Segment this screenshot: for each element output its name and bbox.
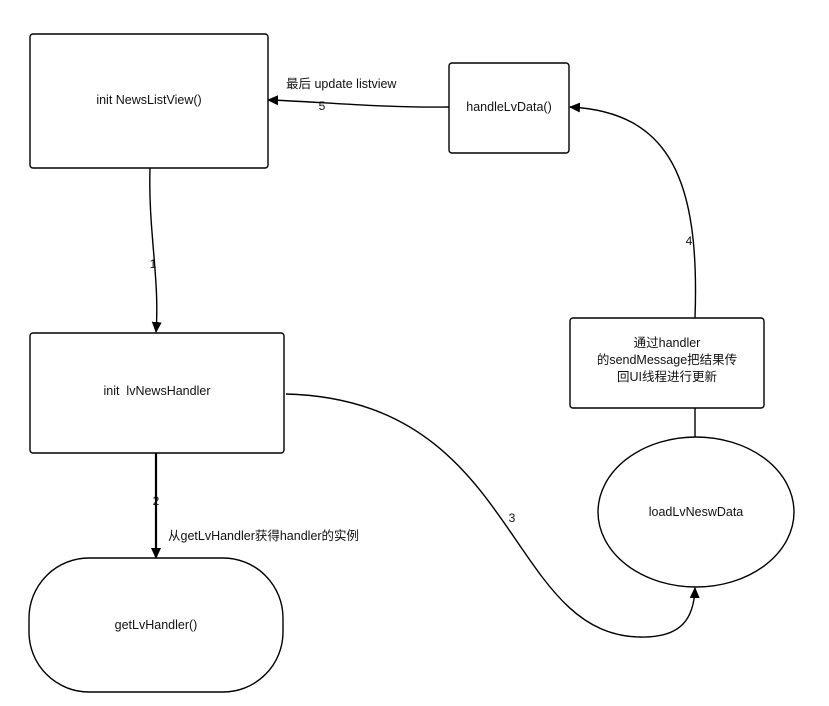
edge-1-connector bbox=[149, 167, 162, 333]
send-message-note-line3: 回UI线程进行更新 bbox=[617, 369, 717, 384]
send-message-note-line2: 的sendMessage把结果传 bbox=[597, 352, 737, 367]
init-newslistview-label: init NewsListView() bbox=[96, 93, 201, 107]
edge-2-number: 2 bbox=[153, 494, 160, 508]
init-lvnewshandler-label: init lvNewsHandler bbox=[104, 384, 211, 398]
send-message-note-line1: 通过handler bbox=[634, 336, 701, 350]
load-lv-nesw-data-label: loadLvNeswData bbox=[649, 505, 744, 519]
edge-3-connector bbox=[285, 393, 700, 638]
send-message-note-node bbox=[569, 317, 765, 409]
init-lvnewshandler-node bbox=[29, 332, 285, 454]
edge-5-number: 5 bbox=[319, 99, 326, 113]
edge-1-number: 1 bbox=[150, 257, 157, 271]
edge-3-number: 3 bbox=[509, 511, 516, 525]
init-newslistview-node bbox=[29, 33, 269, 169]
edge-5-connector bbox=[267, 95, 450, 108]
edge-5-label: 最后 update listview bbox=[286, 77, 397, 91]
handle-lv-data-node bbox=[448, 62, 570, 154]
get-lv-handler-node bbox=[28, 557, 284, 693]
edge-4-connector bbox=[569, 102, 697, 319]
edge-2-label: 从getLvHandler获得handler的实例 bbox=[168, 528, 359, 543]
get-lv-handler-label: getLvHandler() bbox=[115, 618, 198, 632]
load-lv-nesw-data-node bbox=[597, 436, 795, 588]
handle-lv-data-label: handleLvData() bbox=[466, 100, 551, 114]
edge-4-number: 4 bbox=[686, 234, 693, 248]
